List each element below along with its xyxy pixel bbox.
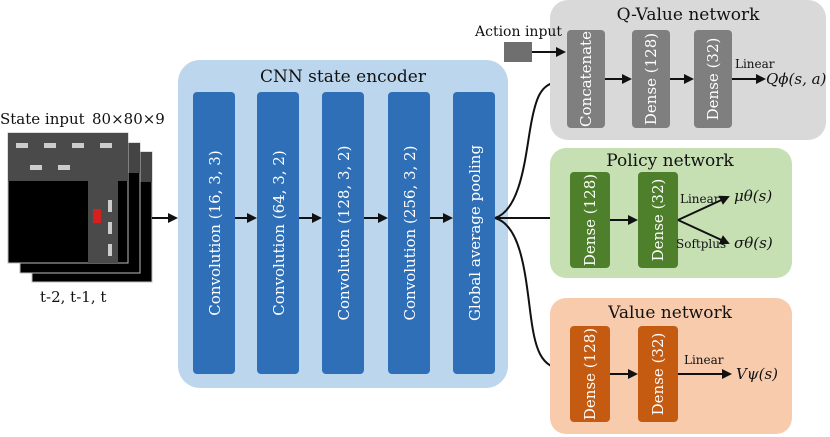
policy-dense-128-layer: Dense (128) <box>570 172 610 268</box>
conv-layer-2-label: Convolution (64, 3, 2) <box>270 150 288 315</box>
value-dense-32-label: Dense (32) <box>649 333 667 416</box>
cnn-encoder-title: CNN state encoder <box>260 67 427 87</box>
agent-car-icon <box>93 209 101 223</box>
policy-sigma-output: σθ(s) <box>734 234 773 252</box>
value-dense-128-layer: Dense (128) <box>570 326 610 422</box>
value-dense-32-layer: Dense (32) <box>638 326 678 422</box>
policy-dense-32-label: Dense (32) <box>649 179 667 262</box>
q-activation-label: Linear <box>735 57 775 71</box>
arrow-policy-to-mu <box>677 195 730 221</box>
conv-layer-1-label: Convolution (16, 3, 3) <box>206 150 224 315</box>
policy-sigma-activation-label: Softplus <box>676 237 726 251</box>
q-dense-128-label: Dense (128) <box>642 33 660 125</box>
q-dense-32-layer: Dense (32) <box>694 30 732 128</box>
action-input-label: Action input <box>474 24 562 40</box>
q-concatenate-layer: Concatenate <box>567 30 605 128</box>
value-output: Vψ(s) <box>736 365 778 383</box>
policy-dense-32-layer: Dense (32) <box>638 172 678 268</box>
policy-mu-output: μθ(s) <box>734 187 772 205</box>
policy-dense-128-label: Dense (128) <box>581 174 599 266</box>
value-network-panel: Value network Dense (128) Dense (32) Lin… <box>550 298 792 434</box>
state-input-title: State input <box>0 110 85 128</box>
q-output-label: Qϕ(s, a) <box>766 70 827 88</box>
q-network-panel: Q-Value network Action input Concatenate… <box>474 0 827 140</box>
q-dense-32-label: Dense (32) <box>704 38 722 121</box>
value-dense-128-label: Dense (128) <box>581 328 599 420</box>
value-network-title: Value network <box>607 303 732 323</box>
state-input-caption: t-2, t-1, t <box>40 288 106 306</box>
policy-network-title: Policy network <box>606 151 734 171</box>
global-pooling-layer: Global average pooling <box>453 92 495 374</box>
q-dense-128-layer: Dense (128) <box>632 30 670 128</box>
conv-layer-1: Convolution (16, 3, 3) <box>193 92 235 374</box>
global-pooling-label: Global average pooling <box>466 145 484 321</box>
q-network-background <box>550 0 826 140</box>
value-activation-label: Linear <box>684 353 724 367</box>
q-concatenate-label: Concatenate <box>577 31 595 127</box>
state-input-dims: 80×80×9 <box>92 110 165 128</box>
conv-layer-3-label: Convolution (128, 3, 2) <box>335 146 353 321</box>
conv-layer-4: Convolution (256, 3, 2) <box>388 92 430 374</box>
state-frame-front <box>7 132 129 264</box>
action-input-block <box>504 42 532 62</box>
conv-layer-4-label: Convolution (256, 3, 2) <box>401 146 419 321</box>
state-input: State input 80×80×9 t-2, t-1, t <box>0 110 165 306</box>
policy-network-panel: Policy network Dense (128) Dense (32) Li… <box>550 148 792 278</box>
conv-layer-2: Convolution (64, 3, 2) <box>257 92 299 374</box>
cnn-encoder-panel: CNN state encoder Convolution (16, 3, 3)… <box>178 60 508 388</box>
policy-mu-activation-label: Linear <box>680 192 720 206</box>
arrow-encoder-to-q <box>494 77 562 219</box>
q-network-title: Q-Value network <box>617 5 761 25</box>
arrow-policy-to-sigma <box>677 219 730 245</box>
arrow-encoder-to-value <box>494 217 568 375</box>
conv-layer-3: Convolution (128, 3, 2) <box>322 92 364 374</box>
